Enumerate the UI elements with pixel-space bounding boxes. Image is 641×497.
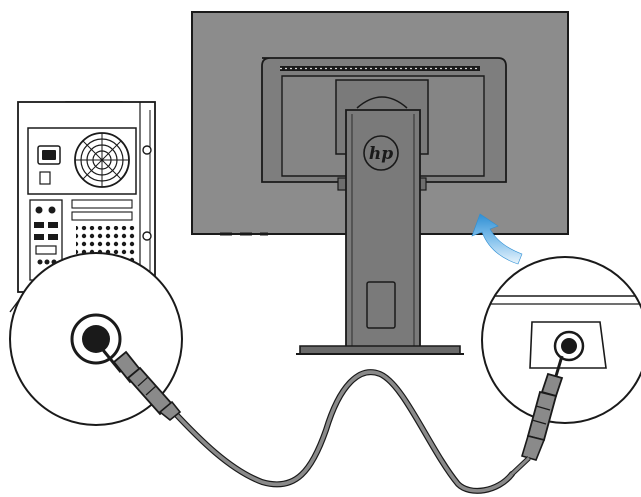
audio-plug-icon xyxy=(510,355,564,476)
pc-jack-callout xyxy=(9,252,183,426)
audio-cable xyxy=(169,369,515,494)
audio-jack-icon xyxy=(553,330,585,362)
psu-fan-icon xyxy=(74,132,130,188)
monitor-rear-icon: hp xyxy=(191,11,569,355)
audio-plug-icon xyxy=(101,349,182,422)
hp-logo-text: hp xyxy=(369,144,393,164)
audio-jack-icon xyxy=(70,313,122,365)
monitor-jack-callout xyxy=(481,256,641,424)
curved-arrow-icon xyxy=(471,213,523,265)
hp-logo-icon: hp xyxy=(363,135,399,171)
